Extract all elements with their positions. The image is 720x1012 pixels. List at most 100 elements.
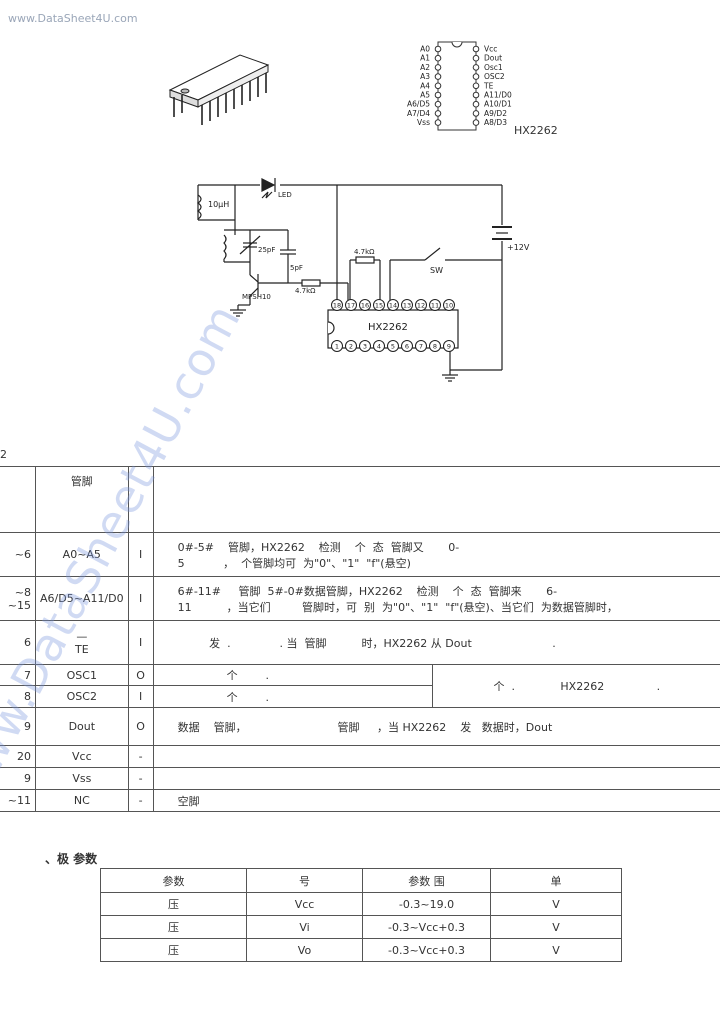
limits-cell: Vi — [246, 915, 363, 939]
pin-name-cell: Vcc — [35, 745, 129, 768]
pin-dot — [472, 82, 480, 90]
ic-pin-circle — [401, 340, 413, 352]
ic-pin-circle — [331, 340, 343, 352]
description-cell: 个 . — [152, 685, 433, 708]
pin-label-left: A3 — [420, 72, 430, 81]
ic-pin-number: 15 — [375, 302, 383, 310]
ic-name-label: HX2262 — [514, 124, 558, 137]
ic-pin-circle — [387, 340, 399, 352]
pin-dot — [472, 73, 480, 80]
description-line: 0#-5# 管脚，HX2262 检测 个 态 管脚又 0- — [177, 540, 460, 554]
limits-header-cell: 参数 — [100, 868, 247, 893]
pin-dot — [472, 45, 480, 53]
pin-number-cell: ~6 — [0, 532, 36, 577]
limits-header-row: 参数 号 参数 围 单 — [100, 868, 622, 893]
pin-name-cell: NC — [35, 789, 129, 812]
pin-label-right: A10/D1 — [484, 100, 512, 109]
osc-merged-cell: 个 . HX2262 . — [431, 664, 720, 708]
ic-pin-circle — [415, 340, 427, 352]
pin-label-right: A9/D2 — [484, 109, 507, 118]
watermark-top: www.DataSheet4U.com — [8, 12, 138, 25]
description-cell: 个 . — [152, 664, 433, 686]
pin-label-left: A2 — [420, 63, 430, 72]
led-label: LED — [278, 191, 292, 199]
pin-dot — [472, 100, 480, 108]
limits-cell: 压 — [100, 892, 247, 916]
description-cell — [152, 745, 720, 768]
limits-cell: Vo — [246, 938, 363, 962]
pin-name-cell: Vss — [35, 767, 129, 790]
ic-pin-number: 7 — [419, 343, 423, 351]
io-cell: O — [127, 664, 154, 686]
ic-pin-circle — [401, 299, 413, 311]
ic-pin-number: 11 — [431, 302, 439, 310]
description-line: 6#-11# 管脚 5#-0#数据管脚，HX2262 检测 个 态 管脚来 6- — [177, 584, 558, 598]
pin-dot — [434, 110, 442, 117]
pin-label-left: A5 — [420, 91, 430, 100]
pin-label-right: Dout — [484, 54, 502, 63]
r1-label: 4.7kΩ — [295, 287, 316, 295]
ic-pin-number: 2 — [349, 343, 353, 351]
pin-number-cell: ~8 ~15 — [0, 576, 36, 621]
limits-cell: 压 — [100, 915, 247, 939]
section-number: 2 — [0, 448, 7, 461]
description-line: 空脚 — [177, 794, 200, 808]
pin-dot — [434, 100, 442, 108]
pin-dot — [434, 45, 442, 53]
ic-pin-circle — [387, 299, 399, 311]
io-cell: - — [127, 789, 154, 812]
pin-dot — [434, 119, 442, 126]
pin-label-right: Vcc — [484, 45, 497, 54]
description-cell: 6#-11# 管脚 5#-0#数据管脚，HX2262 检测 个 态 管脚来 6-… — [152, 576, 720, 621]
pin-label-left: A6/D5 — [407, 100, 430, 109]
limits-cell: -0.3~19.0 — [362, 892, 491, 916]
ic-pin-number: 4 — [377, 343, 381, 351]
io-cell: O — [127, 707, 154, 746]
io-cell: I — [127, 685, 154, 708]
pin-label-left: Vss — [417, 118, 430, 127]
ic-pin-circle — [345, 340, 357, 352]
ic-pin-number: 13 — [403, 302, 411, 310]
ic-pin-number: 8 — [433, 343, 437, 351]
pin-dot — [434, 73, 442, 80]
cap1-label: 25pF — [258, 246, 275, 254]
ic-pin-circle — [345, 299, 357, 311]
pin-number-cell: 9 — [0, 707, 36, 746]
ic-pin-circle — [359, 299, 371, 311]
ic-pin-circle — [415, 299, 427, 311]
description-line: 发 . . 当 管脚 时，HX2262 从 Dout . — [177, 636, 556, 650]
table-header-row: 管脚 — [0, 466, 720, 533]
pin-label-left: A4 — [420, 81, 430, 90]
switch-label: SW — [430, 266, 443, 275]
ic-pin-number: 17 — [347, 302, 355, 310]
pin-name-cell: A6/D5~A11/D0 — [35, 576, 129, 621]
pin-label-right: Osc1 — [484, 63, 503, 72]
description-line: 个 . — [177, 669, 270, 682]
pin-dot — [472, 91, 480, 99]
io-cell: I — [127, 576, 154, 621]
ic-pin-number: 12 — [417, 302, 425, 310]
ic-pin-circle — [331, 299, 343, 311]
pin-dot — [434, 54, 442, 62]
ic-pin-number: 14 — [389, 302, 397, 310]
description-line: 11 ，当它们 管脚时，可 别 为"0"、"1" "f"(悬空)、当它们 为数据… — [177, 600, 618, 614]
limits-cell: V — [490, 892, 622, 916]
description-cell: 发 . . 当 管脚 时，HX2262 从 Dout . — [152, 620, 720, 665]
ic-pin-circle — [359, 340, 371, 352]
pin-label-right: TE — [483, 81, 494, 90]
battery-label: +12V — [507, 243, 530, 252]
ic-pin-circle — [429, 299, 441, 311]
limits-header-cell: 号 — [246, 868, 363, 893]
ic-pin-circle — [443, 340, 455, 352]
